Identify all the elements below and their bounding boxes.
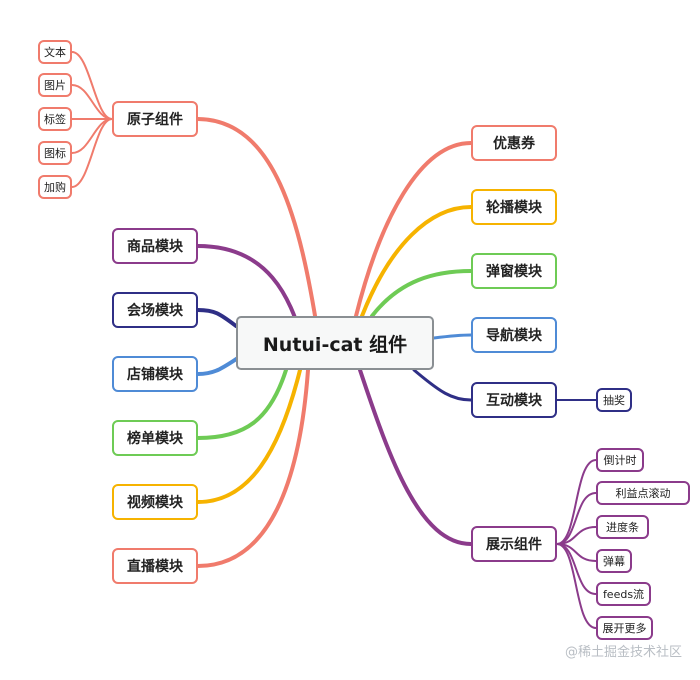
edge-nav — [432, 333, 473, 340]
node-coupon[interactable]: 优惠券 — [471, 125, 557, 161]
node-nav[interactable]: 导航模块 — [471, 317, 557, 353]
node-atomic-child[interactable]: 图标 — [38, 141, 72, 165]
edge-atomic-child — [71, 51, 113, 120]
node-display-child[interactable]: 利益点滚动 — [596, 481, 690, 505]
edge-atomic-child — [71, 118, 113, 154]
node-interact[interactable]: 互动模块 — [471, 382, 557, 418]
root-node[interactable]: Nutui-cat 组件 — [236, 316, 434, 370]
node-atomic-child[interactable]: 文本 — [38, 40, 72, 64]
edge-atomic-child — [71, 84, 113, 120]
node-video[interactable]: 视频模块 — [112, 484, 198, 520]
edge-coupon — [354, 141, 473, 318]
edge-atomic — [196, 117, 320, 336]
node-ranking[interactable]: 榜单模块 — [112, 420, 198, 456]
edge-carousel — [360, 205, 473, 318]
node-display-child[interactable]: 弹幕 — [596, 549, 632, 573]
node-display[interactable]: 展示组件 — [471, 526, 557, 562]
edge-interact — [412, 368, 473, 402]
node-live[interactable]: 直播模块 — [112, 548, 198, 584]
node-atomic-child[interactable]: 加购 — [38, 175, 72, 199]
edge-ranking — [196, 368, 288, 440]
node-popup[interactable]: 弹窗模块 — [471, 253, 557, 289]
node-atomic[interactable]: 原子组件 — [112, 101, 198, 137]
edge-venue — [196, 308, 238, 328]
edge-live — [196, 368, 310, 568]
node-interact-child[interactable]: 抽奖 — [596, 388, 632, 412]
node-atomic-child[interactable]: 标签 — [38, 107, 72, 131]
edge-video — [196, 368, 302, 504]
edge-shop — [196, 356, 240, 376]
edge-display-child — [556, 459, 597, 545]
node-atomic-child[interactable]: 图片 — [38, 73, 72, 97]
watermark: @稀土掘金技术社区 — [564, 645, 682, 660]
node-display-child[interactable]: 进度条 — [596, 515, 649, 539]
edge-display — [358, 368, 473, 546]
node-goods[interactable]: 商品模块 — [112, 228, 198, 264]
edge-atomic-child — [71, 118, 113, 188]
node-venue[interactable]: 会场模块 — [112, 292, 198, 328]
edge-popup — [370, 269, 473, 318]
node-display-child[interactable]: feeds流 — [596, 582, 651, 606]
node-display-child[interactable]: 倒计时 — [596, 448, 644, 472]
node-carousel[interactable]: 轮播模块 — [471, 189, 557, 225]
node-display-child[interactable]: 展开更多 — [596, 616, 653, 640]
node-shop[interactable]: 店铺模块 — [112, 356, 198, 392]
edge-display-child — [556, 543, 597, 629]
